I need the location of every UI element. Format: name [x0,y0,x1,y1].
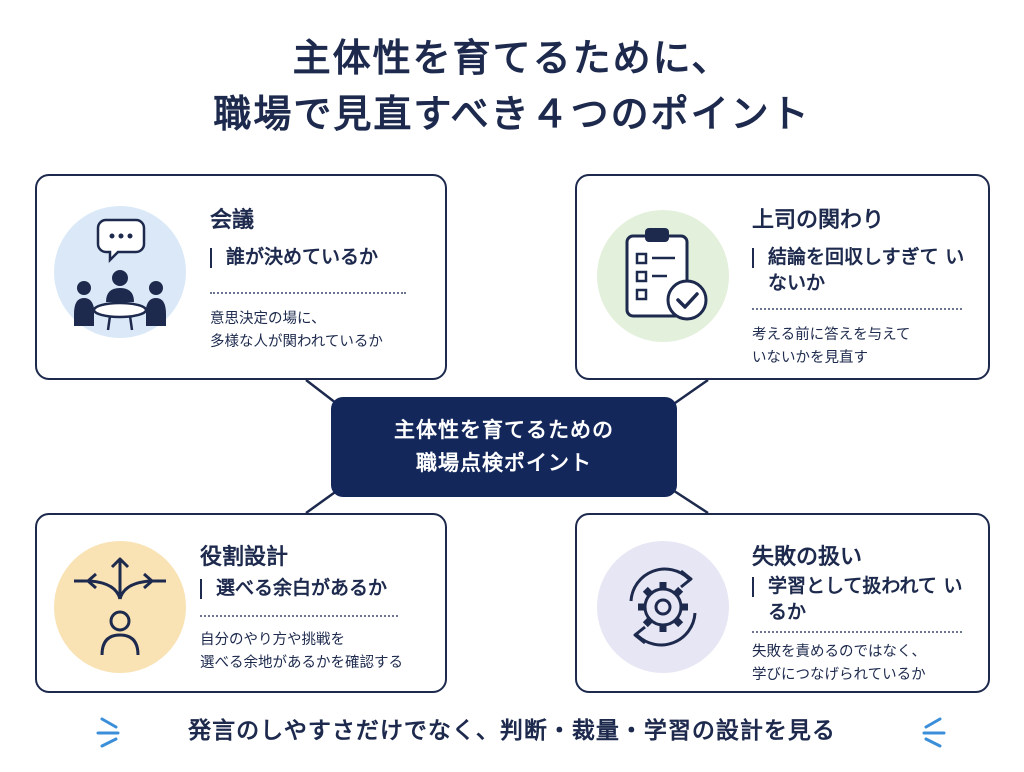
center-line-1: 主体性を育てるための [394,418,614,442]
center-box: 主体性を育てるための 職場点検ポイント [331,397,677,497]
card-heading: 役割設計 [200,545,289,570]
page-title: 主体性を育てるために、 職場で見直すべき４つのポイント [0,30,1024,142]
card-boss: 上司の関わり 結論を回収しすぎて いないか 考える前に答えを与えて いないかを見… [575,174,990,380]
card-role: 役割設計 選べる余白があるか 自分のやり方や挑戦を 選べる余地があるかを確認する [35,513,447,693]
divider [752,631,962,633]
title-line-1: 主体性を育てるために、 [292,36,732,80]
center-line-2: 職場点検ポイント [416,451,592,475]
right-accent-lines-icon [922,717,946,748]
description-line-2: 学びにつなげられているか [752,667,926,683]
card-description: 考える前に答えを与えて いないかを見直す [752,324,982,370]
meeting-icon-circle [54,206,186,338]
left-accent-lines-icon [96,717,120,748]
boss-icon-circle [597,210,729,342]
gear-cycle-icon [629,567,697,647]
description-line-1: 失敗を責めるのではなく、 [752,644,926,660]
description-line-2: 多様な人が関われているか [210,334,383,350]
card-subhead: 誰が決めているか [210,244,430,270]
description-line-2: 選べる余地があるかを確認する [200,655,403,671]
meeting-people-icon [74,218,166,331]
card-subhead: 結論を回収しすぎて いないか [752,244,972,296]
title-line-2: 職場で見直すべき４つのポイント [213,92,811,136]
description-line-1: 意思決定の場に、 [210,311,326,327]
person-choice-arrows-icon [74,557,166,656]
footer: 発言のしやすさだけでなく、判断・裁量・学習の設計を見る [0,706,1024,756]
description-line-1: 自分のやり方や挑戦を [200,632,345,648]
card-meeting: 会議 誰が決めているか 意思決定の場に、 多様な人が関われているか [35,174,447,380]
divider [200,615,398,617]
card-heading: 失敗の扱い [752,545,863,570]
divider [752,308,962,310]
card-heading: 会議 [210,208,255,233]
card-description: 自分のやり方や挑戦を 選べる余地があるかを確認する [200,629,440,675]
clipboard-check-icon [625,228,708,321]
card-subhead: 選べる余白があるか [200,575,430,601]
footer-text: 発言のしやすさだけでなく、判断・裁量・学習の設計を見る [188,718,836,744]
card-heading: 上司の関わり [752,208,885,233]
card-description: 意思決定の場に、 多様な人が関われているか [210,308,440,354]
card-description: 失敗を責めるのではなく、 学びにつなげられているか [752,641,988,687]
role-icon-circle [54,541,186,673]
failure-icon-circle [597,541,729,673]
card-subhead: 学習として扱われて いるか [752,573,972,625]
description-line-2: いないかを見直す [752,350,868,366]
description-line-1: 考える前に答えを与えて [752,327,911,343]
divider [210,292,406,294]
card-failure: 失敗の扱い 学習として扱われて いるか 失敗を責めるのではなく、 学びにつなげら… [575,513,990,693]
